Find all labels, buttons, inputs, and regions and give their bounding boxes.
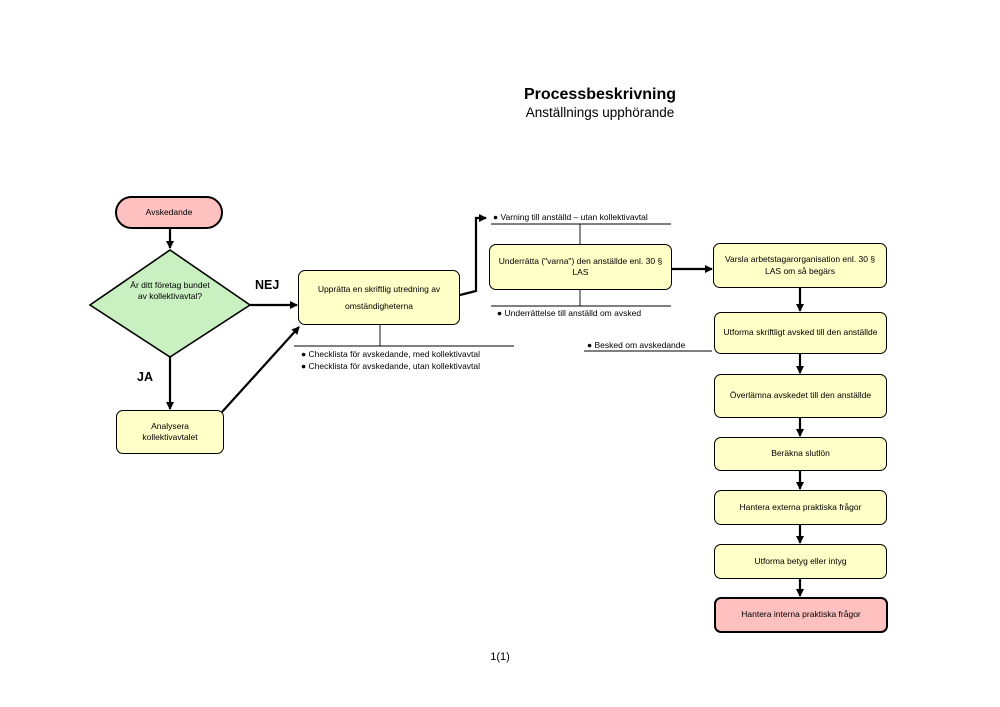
written-dismissal-box[interactable]: Utforma skriftligt avsked till den anstä…: [714, 312, 887, 354]
notice-document[interactable]: ● Underrättelse till anställd om avsked: [497, 308, 641, 318]
bullet-icon: ●: [497, 308, 503, 318]
bullet-icon: ●: [493, 212, 499, 222]
final-pay-box[interactable]: Beräkna slutlön: [714, 437, 887, 471]
hand-over-dismissal-box[interactable]: Överlämna avskedet till den anställde: [714, 374, 887, 418]
decision-notice-document[interactable]: ● Besked om avskedande: [587, 340, 685, 350]
bullet-icon: ●: [587, 340, 593, 350]
decision-label: Är ditt företag bundet av kollektivavtal…: [130, 280, 210, 301]
arrow-investigate-to-warning: [459, 214, 487, 297]
internal-issues-box[interactable]: Hantera interna praktiska frågor: [714, 597, 888, 633]
analyze-agreement-box[interactable]: Analysera kollektivavtalet: [116, 410, 224, 454]
start-node[interactable]: Avskedande: [115, 196, 223, 229]
decision-diamond[interactable]: [88, 249, 252, 358]
arrow-analyze-to-investigate: [221, 326, 300, 413]
written-investigation-box[interactable]: Upprätta en skriftlig utredning av omstä…: [298, 270, 460, 325]
checklist-without-agreement[interactable]: ● Checklista för avskedande, utan kollek…: [301, 361, 480, 371]
notify-union-box[interactable]: Varsla arbetstagarorganisation enl. 30 §…: [713, 243, 887, 288]
page-subtitle: Anställnings upphörande: [525, 105, 675, 120]
page-number: 1(1): [490, 651, 510, 663]
warning-document[interactable]: ● Varning till anställd – utan kollektiv…: [493, 212, 648, 222]
checklist-with-label: Checklista för avskedande, med kollektiv…: [308, 349, 481, 359]
warning-document-label: Varning till anställd – utan kollektivav…: [500, 212, 648, 222]
checklist-without-label: Checklista för avskedande, utan kollekti…: [308, 361, 481, 371]
yes-branch-label: JA: [137, 370, 153, 384]
page-title: Processbeskrivning: [523, 86, 677, 103]
checklist-with-agreement[interactable]: ● Checklista för avskedande, med kollekt…: [301, 349, 480, 359]
certificate-box[interactable]: Utforma betyg eller intyg: [714, 544, 887, 579]
no-branch-label: NEJ: [255, 278, 280, 292]
decision-notice-label: Besked om avskedande: [594, 340, 686, 350]
bullet-icon: ●: [301, 361, 307, 371]
external-issues-box[interactable]: Hantera externa praktiska frågor: [714, 490, 887, 525]
notify-employee-box[interactable]: Underrätta ("varna") den anställde enl. …: [489, 244, 672, 290]
notice-document-label: Underrättelse till anställd om avsked: [504, 308, 642, 318]
bullet-icon: ●: [301, 349, 307, 359]
